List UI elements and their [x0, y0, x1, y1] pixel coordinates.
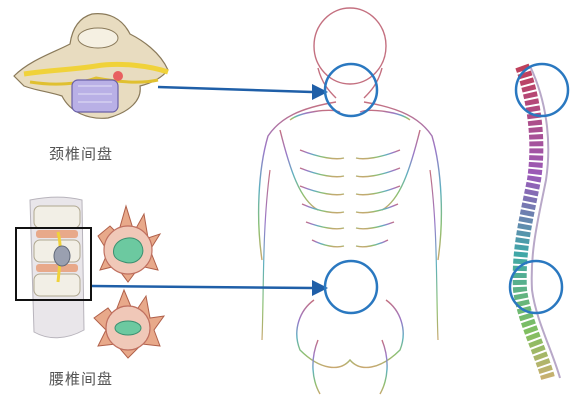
highlight-circle-lumbar-side: [510, 261, 562, 313]
lumbar-disc-cross-section-top: [98, 206, 160, 282]
lumbar-spine-section-illustration: [16, 197, 91, 338]
arrow-lumbar: [92, 280, 328, 296]
arrow-cervical: [158, 84, 328, 100]
cervical-vertebra-illustration: [14, 14, 168, 119]
human-skeleton-back-view: [259, 8, 442, 394]
lumbar-disc-cross-section-bottom: [94, 290, 164, 358]
cervical-disc-label: 颈椎间盘: [49, 143, 113, 164]
highlight-circle-cervical-back: [325, 64, 377, 116]
lumbar-disc-label: 腰椎间盘: [49, 368, 113, 389]
